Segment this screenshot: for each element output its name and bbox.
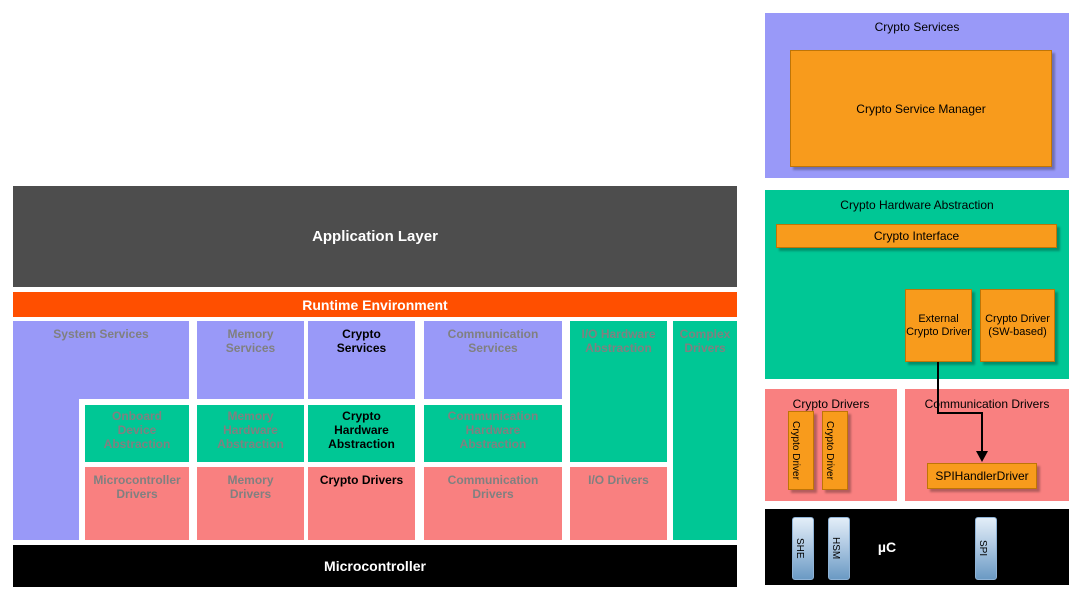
external-crypto-driver-box: External Crypto Driver xyxy=(905,289,972,362)
microcontroller-label: Microcontroller xyxy=(324,558,426,574)
crypto-hardware-abstraction-block: Crypto Hardware Abstraction xyxy=(308,405,415,462)
application-layer: Application Layer xyxy=(13,186,737,287)
communication-drivers-section-title: Communication Drivers xyxy=(924,397,1050,411)
microcontroller-layer: Microcontroller xyxy=(13,545,737,587)
crypto-driver-chip-2-label: Crypto Driver xyxy=(824,421,835,480)
hsm-chip-label: HSM xyxy=(830,537,841,560)
runtime-environment-label: Runtime Environment xyxy=(302,296,448,313)
io-drivers-block: I/O Drivers xyxy=(570,467,667,540)
external-crypto-driver-label: External Crypto Driver xyxy=(906,312,971,338)
crypto-services-section-title: Crypto Services xyxy=(874,20,960,34)
crypto-driver-chip-1: Crypto Driver xyxy=(788,411,814,490)
complex-drivers-block: Complex Drivers xyxy=(673,321,737,540)
communication-drivers-block: Communication Drivers xyxy=(424,467,562,540)
runtime-environment-layer: Runtime Environment xyxy=(13,292,737,317)
she-chip-label: SHE xyxy=(794,538,805,559)
spi-chip-label: SPI xyxy=(977,540,988,557)
communication-services-block: Communication Services xyxy=(424,321,562,399)
crypto-driver-chip-2: Crypto Driver xyxy=(822,411,848,490)
crypto-service-manager-box: Crypto Service Manager xyxy=(790,50,1052,167)
memory-services-block: Memory Services xyxy=(197,321,304,399)
uc-label-wrap: µC xyxy=(865,509,909,585)
spi-handler-driver-box: SPIHandlerDriver xyxy=(927,463,1037,489)
crypto-drivers-block: Crypto Drivers xyxy=(308,467,415,540)
crypto-driver-sw-based-label: Crypto Driver (SW-based) xyxy=(985,312,1050,338)
system-services-block: System Services xyxy=(13,321,189,399)
microcontroller-drivers-block: Microcontroller Drivers xyxy=(85,467,189,540)
crypto-interface-label: Crypto Interface xyxy=(873,229,960,243)
memory-drivers-block: Memory Drivers xyxy=(197,467,304,540)
crypto-hw-abstraction-section-title: Crypto Hardware Abstraction xyxy=(840,198,994,212)
crypto-service-manager-label: Crypto Service Manager xyxy=(856,101,986,116)
crypto-driver-chip-1-label: Crypto Driver xyxy=(790,421,801,480)
she-chip: SHE xyxy=(792,517,814,580)
memory-hardware-abstraction-block: Memory Hardware Abstraction xyxy=(197,405,304,462)
crypto-drivers-section-title: Crypto Drivers xyxy=(792,397,870,411)
onboard-device-abstraction-block: Onboard Device Abstraction xyxy=(85,405,189,462)
communication-hardware-abstraction-block: Communication Hardware Abstraction xyxy=(424,405,562,462)
io-hardware-abstraction-block: I/O Hardware Abstraction xyxy=(570,321,667,462)
crypto-driver-sw-based-box: Crypto Driver (SW-based) xyxy=(980,289,1055,362)
crypto-services-block: Crypto Services xyxy=(308,321,415,399)
hsm-chip: HSM xyxy=(828,517,850,580)
application-layer-label: Application Layer xyxy=(312,227,438,245)
spi-chip: SPI xyxy=(975,517,997,580)
uc-label: µC xyxy=(877,539,897,555)
crypto-interface-box: Crypto Interface xyxy=(776,224,1057,248)
spi-handler-driver-label: SPIHandlerDriver xyxy=(935,469,1029,483)
microcontroller-hw-bar: SHE HSM µC SPI xyxy=(765,509,1069,585)
